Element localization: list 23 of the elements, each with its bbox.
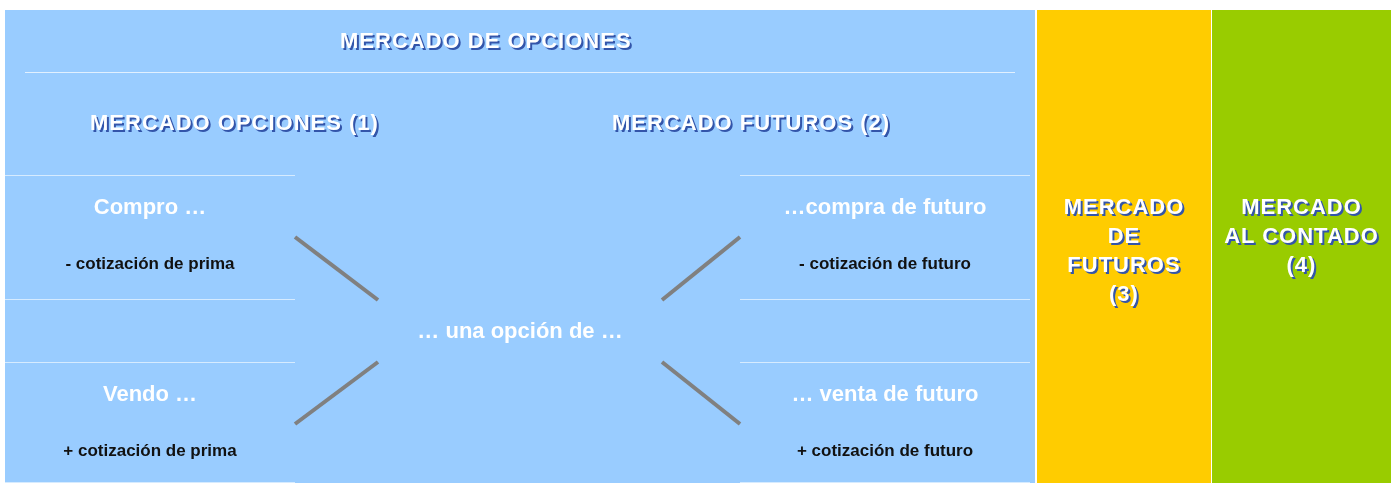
cell-heading: …compra de futuro (782, 194, 988, 220)
cell-text: + cotización de prima (62, 441, 238, 461)
cell-heading: Compro … (92, 194, 208, 220)
column-heading: MERCADO FUTUROS (2) (612, 110, 891, 136)
cell-heading: Vendo … (101, 381, 199, 407)
connector-line (293, 235, 380, 302)
table-cell (740, 362, 1030, 483)
table-cell (5, 175, 295, 300)
column-heading: MERCADO OPCIONES (1) (90, 110, 379, 136)
table-cell (5, 362, 295, 483)
cell-heading: … venta de futuro (790, 381, 980, 407)
market-panel: MERCADO AL CONTADO (4) (1212, 10, 1391, 483)
connector-line (660, 235, 742, 302)
cell-text: - cotización de prima (64, 254, 236, 274)
cell-text: - cotización de futuro (798, 254, 972, 274)
connector-line (293, 360, 380, 426)
market-panel (5, 10, 1035, 483)
cell-text: + cotización de futuro (795, 441, 975, 461)
market-panel: MERCADO DE FUTUROS (3) (1037, 10, 1211, 483)
table-cell (740, 175, 1030, 300)
panel-title: MERCADO DE OPCIONES (340, 28, 632, 54)
table-cell: … una opción de … (378, 300, 662, 362)
connector-line (660, 360, 742, 426)
